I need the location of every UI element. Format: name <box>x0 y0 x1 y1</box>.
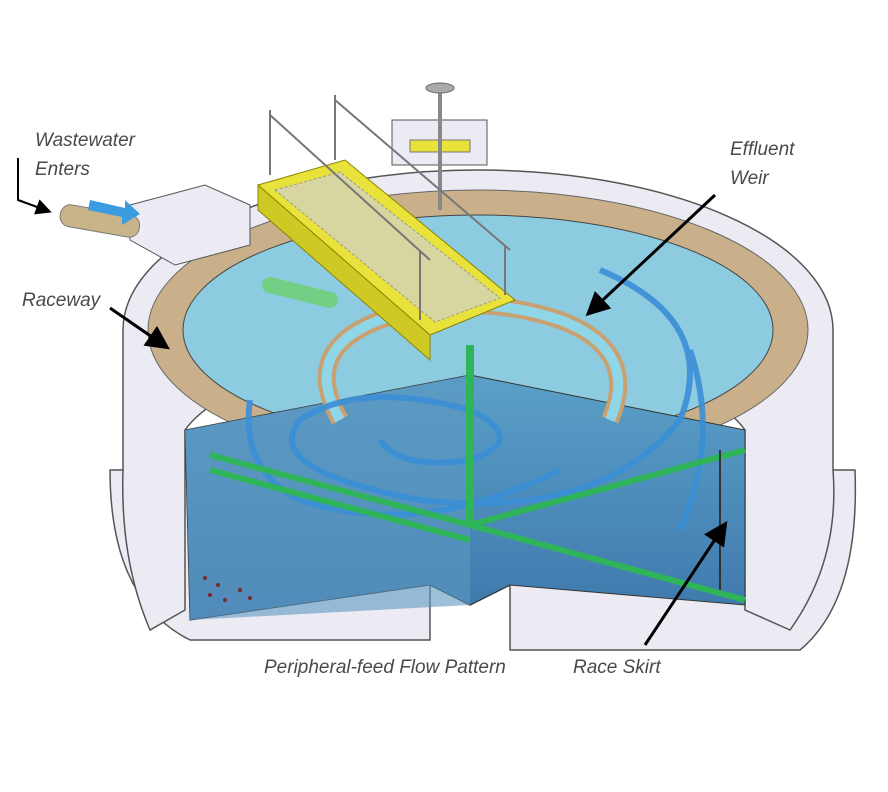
inflow-arrow <box>88 200 140 225</box>
race-skirt-pointer <box>643 521 728 646</box>
center-column <box>466 345 474 525</box>
inlet-box <box>129 184 251 266</box>
wastewater-label-line1: Wastewater <box>35 130 135 151</box>
walkway-bridge <box>256 95 516 362</box>
effluent-weir-pointer <box>585 193 717 317</box>
raceway-label: Raceway <box>22 290 101 311</box>
effluent-weir-label-line2: Weir <box>730 168 769 189</box>
wastewater-label: Wastewater Enters <box>35 126 135 184</box>
flow-pattern-label: Peripheral-feed Flow Pattern <box>264 657 506 678</box>
rake-arms <box>209 447 746 603</box>
flow-pattern-arrows <box>245 267 706 532</box>
raceway-pointer <box>109 306 170 350</box>
sludge <box>203 576 252 602</box>
effluent-weir-label: Effluent Weir <box>730 135 794 193</box>
wastewater-pointer <box>17 158 52 215</box>
race-skirt-label: Race Skirt <box>573 657 661 678</box>
effluent-weir-label-line1: Effluent <box>730 139 795 160</box>
wastewater-label-line2: Enters <box>35 159 90 180</box>
